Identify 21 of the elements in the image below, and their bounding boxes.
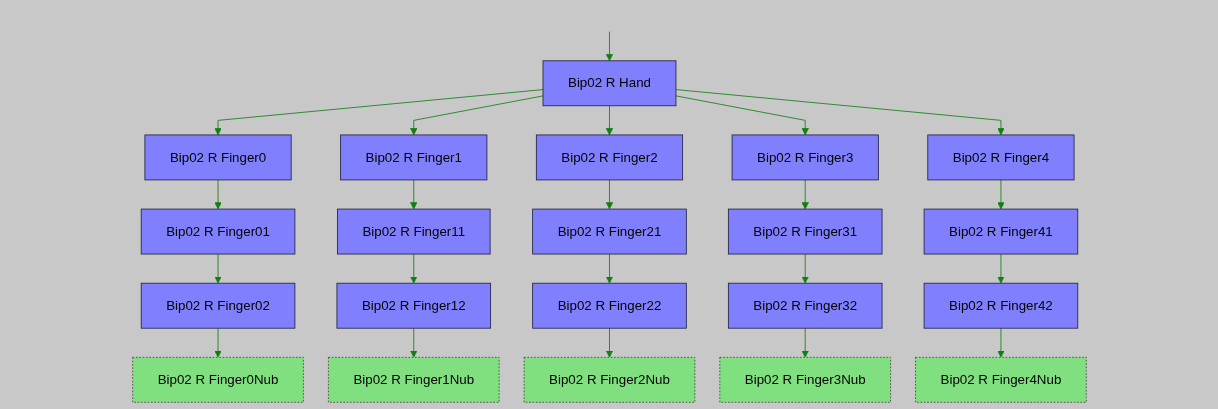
node-box: Bip02 R Finger3 bbox=[731, 134, 879, 181]
node-box: Bip02 R Finger02 bbox=[140, 282, 295, 329]
node-box: Bip02 R Finger1Nub bbox=[327, 356, 500, 403]
node-box: Bip02 R Finger01 bbox=[140, 208, 295, 255]
node-box: Bip02 R Finger2 bbox=[535, 134, 683, 181]
node-box: Bip02 R Finger4 bbox=[926, 134, 1074, 181]
node-box: Bip02 R Finger1 bbox=[339, 134, 487, 181]
node-box: Bip02 R Finger3Nub bbox=[718, 356, 891, 403]
node-box: Bip02 R Finger12 bbox=[336, 282, 491, 329]
node-box: Bip02 R Finger41 bbox=[923, 208, 1078, 255]
node-box: Bip02 R Finger4Nub bbox=[914, 356, 1087, 403]
node-box: Bip02 R Finger31 bbox=[727, 208, 882, 255]
node-box: Bip02 R Finger22 bbox=[531, 282, 687, 329]
node-box: Bip02 R Finger0 bbox=[144, 134, 292, 181]
node-box: Bip02 R Finger32 bbox=[727, 282, 882, 329]
node-box: Bip02 R Finger2Nub bbox=[523, 356, 695, 403]
node-box: Bip02 R Finger0Nub bbox=[131, 356, 304, 403]
node-box: Bip02 R Finger11 bbox=[336, 208, 491, 255]
node-box: Bip02 R Finger21 bbox=[531, 208, 687, 255]
node-box: Bip02 R Finger42 bbox=[923, 282, 1078, 329]
node-box: Bip02 R Hand bbox=[542, 60, 676, 107]
